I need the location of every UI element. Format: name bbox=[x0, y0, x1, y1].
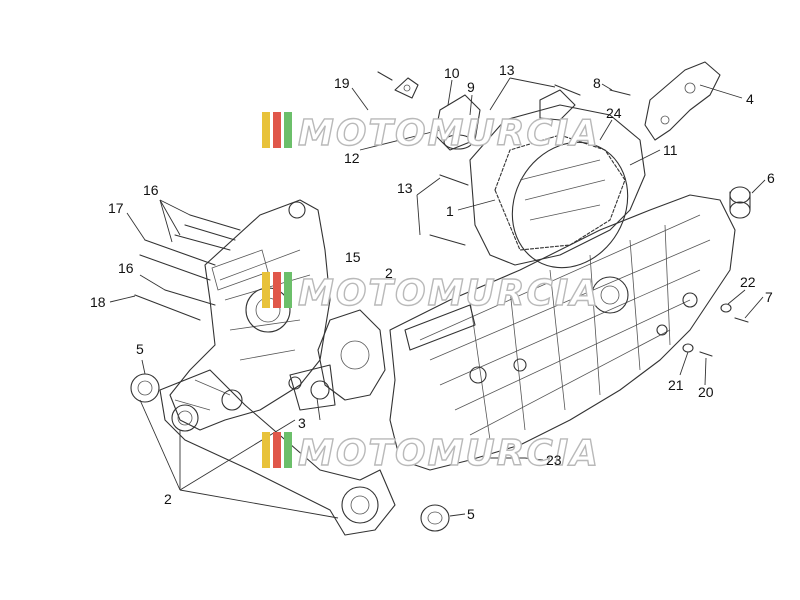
callout-9: 9 bbox=[467, 79, 475, 95]
callout-20: 20 bbox=[698, 384, 714, 400]
callout-18: 18 bbox=[90, 294, 106, 310]
callout-labels: 19 10 9 13 8 4 24 12 11 13 1 6 16 17 15 … bbox=[90, 62, 775, 522]
bolts bbox=[134, 71, 749, 357]
callout-15: 15 bbox=[345, 249, 361, 265]
small-cover-plate-4 bbox=[644, 61, 721, 141]
callout-23: 23 bbox=[546, 452, 562, 468]
washers-21-22 bbox=[682, 303, 732, 353]
watermark-top: MOTOMURCIA bbox=[262, 112, 600, 155]
callout-5-bottom: 5 bbox=[467, 506, 475, 522]
oil-seal-5-left bbox=[130, 373, 160, 403]
callout-2-middle: 2 bbox=[385, 265, 393, 281]
watermark-bottom: MOTOMURCIA bbox=[262, 432, 600, 475]
callout-2-bottom: 2 bbox=[164, 491, 172, 507]
callout-16-top: 16 bbox=[143, 182, 159, 198]
callout-22: 22 bbox=[740, 274, 756, 290]
watermark-text: MOTOMURCIA bbox=[298, 273, 600, 314]
watermark-text: MOTOMURCIA bbox=[298, 433, 600, 474]
crankcase-right-half bbox=[288, 309, 386, 411]
bracket-19 bbox=[394, 77, 419, 99]
callout-12: 12 bbox=[344, 150, 360, 166]
callout-4: 4 bbox=[746, 91, 754, 107]
watermark-text: MOTOMURCIA bbox=[298, 113, 600, 154]
callout-7: 7 bbox=[765, 289, 773, 305]
callout-24: 24 bbox=[606, 105, 622, 121]
callout-5-left: 5 bbox=[136, 341, 144, 357]
callout-21: 21 bbox=[668, 377, 684, 393]
watermark-middle: MOTOMURCIA bbox=[262, 272, 600, 315]
callout-13-left: 13 bbox=[397, 180, 413, 196]
callout-19: 19 bbox=[334, 75, 350, 91]
callout-10: 10 bbox=[444, 65, 460, 81]
callout-8: 8 bbox=[593, 75, 601, 91]
leader-lines bbox=[109, 77, 766, 519]
callout-11: 11 bbox=[663, 142, 678, 158]
callout-17: 17 bbox=[108, 200, 124, 216]
main-transmission-case bbox=[389, 194, 736, 471]
callout-1: 1 bbox=[446, 203, 454, 219]
swing-arm-left bbox=[159, 369, 396, 536]
callout-3: 3 bbox=[298, 415, 306, 431]
callout-16-bottom: 16 bbox=[118, 260, 134, 276]
cover-with-gasket bbox=[469, 89, 646, 269]
oil-seal-5-bottom bbox=[420, 504, 450, 532]
crankcase-left-half bbox=[169, 199, 331, 431]
callout-13-top: 13 bbox=[499, 62, 515, 78]
bearing-10 bbox=[434, 94, 481, 151]
bushing-6 bbox=[729, 186, 751, 219]
callout-6: 6 bbox=[767, 170, 775, 186]
